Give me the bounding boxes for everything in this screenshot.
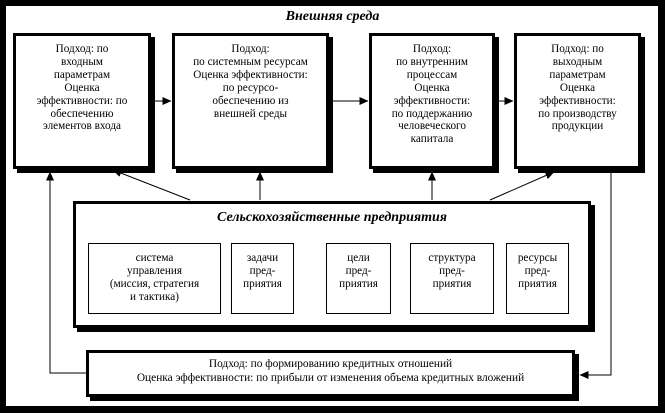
approach-output-line: параметрам (549, 68, 606, 81)
enterprise-item-line: приятия (243, 277, 282, 290)
approach-input-line: Подход: по (55, 43, 109, 55)
approach-input-box: Подход: по входным параметрам Оценка эфф… (13, 33, 151, 169)
approach-internal-processes-box: Подход: по внутренним процессам Оценка э… (369, 33, 495, 169)
enterprise-management-system: система управления (миссия, стратегия и … (88, 243, 221, 314)
approach-internal-line: по поддержанию (391, 107, 473, 120)
approach-internal-line: Подход: (412, 43, 452, 55)
approach-system-line: по ресурсо- (222, 81, 279, 94)
enterprise-item-line: задачи (246, 252, 279, 264)
enterprise-item-line: управления (127, 264, 182, 277)
enterprise-item-line: пред- (345, 264, 372, 277)
enterprise-item-line: структура (428, 252, 476, 264)
enterprise-structure: структура пред- приятия (410, 243, 494, 314)
approach-output-line: Подход: по (551, 43, 604, 55)
approach-system-resources-box: Подход: по системным ресурсам Оценка эфф… (172, 33, 329, 169)
enterprise-item-line: пред- (439, 264, 465, 277)
enterprise-item-line: система (135, 252, 174, 264)
approach-internal-line: по внутренним (396, 55, 468, 68)
enterprises-box: Сельскохозяйственные предприятия система… (73, 201, 591, 328)
enterprise-item-line: пред- (524, 264, 551, 277)
enterprise-item-line: (миссия, стратегия (109, 277, 200, 290)
credit-approach-line: Подход: по формированию кредитных отноше… (208, 358, 453, 370)
enterprise-item-line: и тактика) (130, 290, 179, 303)
enterprise-item-line: ресурсы (517, 252, 558, 264)
credit-relations-box: Подход: по формированию кредитных отноше… (86, 350, 575, 397)
enterprise-item-line: приятия (339, 277, 378, 290)
approach-input-line: эффективности: по (36, 94, 128, 107)
approach-input-line: Оценка (64, 81, 100, 94)
approach-internal-line: капитала (410, 133, 454, 146)
approach-system-line: Подход: (231, 43, 270, 55)
approach-output-line: эффективности: (539, 94, 616, 107)
approach-system-line: внешней среды (213, 107, 288, 120)
enterprise-resources: ресурсы пред- приятия (506, 243, 569, 314)
enterprise-item-line: пред- (249, 264, 276, 277)
approach-internal-line: человеческого (398, 120, 466, 133)
approach-internal-line: процессам (406, 68, 458, 81)
external-environment-title: Внешняя среда (285, 9, 380, 24)
approach-system-line: обеспечению из (212, 94, 289, 107)
approach-output-line: Оценка (559, 81, 596, 94)
approach-input-line: обеспечению (50, 107, 114, 120)
enterprise-item-line: приятия (432, 277, 472, 290)
approach-output-line: продукции (551, 120, 604, 133)
enterprise-item-line: приятия (518, 277, 557, 290)
approach-output-line: по производству (538, 107, 617, 120)
enterprises-title: Сельскохозяйственные предприятия (217, 210, 447, 225)
approach-internal-line: Оценка (414, 81, 450, 94)
enterprise-tasks: задачи пред- приятия (231, 243, 294, 314)
approach-input-line: входным (61, 55, 103, 68)
approach-output-line: выходным (552, 55, 603, 68)
approach-input-line: параметрам (53, 68, 111, 81)
enterprise-goals: цели пред- приятия (326, 243, 391, 314)
approach-output-box: Подход: по выходным параметрам Оценка эф… (514, 33, 641, 169)
approach-internal-line: эффективности: (393, 94, 471, 107)
enterprise-item-line: цели (347, 252, 370, 264)
approach-input-line: элементов входа (43, 120, 121, 133)
credit-evaluation-line: Оценка эффективности: по прибыли от изме… (136, 372, 525, 384)
approach-system-line: по системным ресурсам (193, 55, 308, 68)
approach-system-line: Оценка эффективности: (193, 68, 308, 81)
